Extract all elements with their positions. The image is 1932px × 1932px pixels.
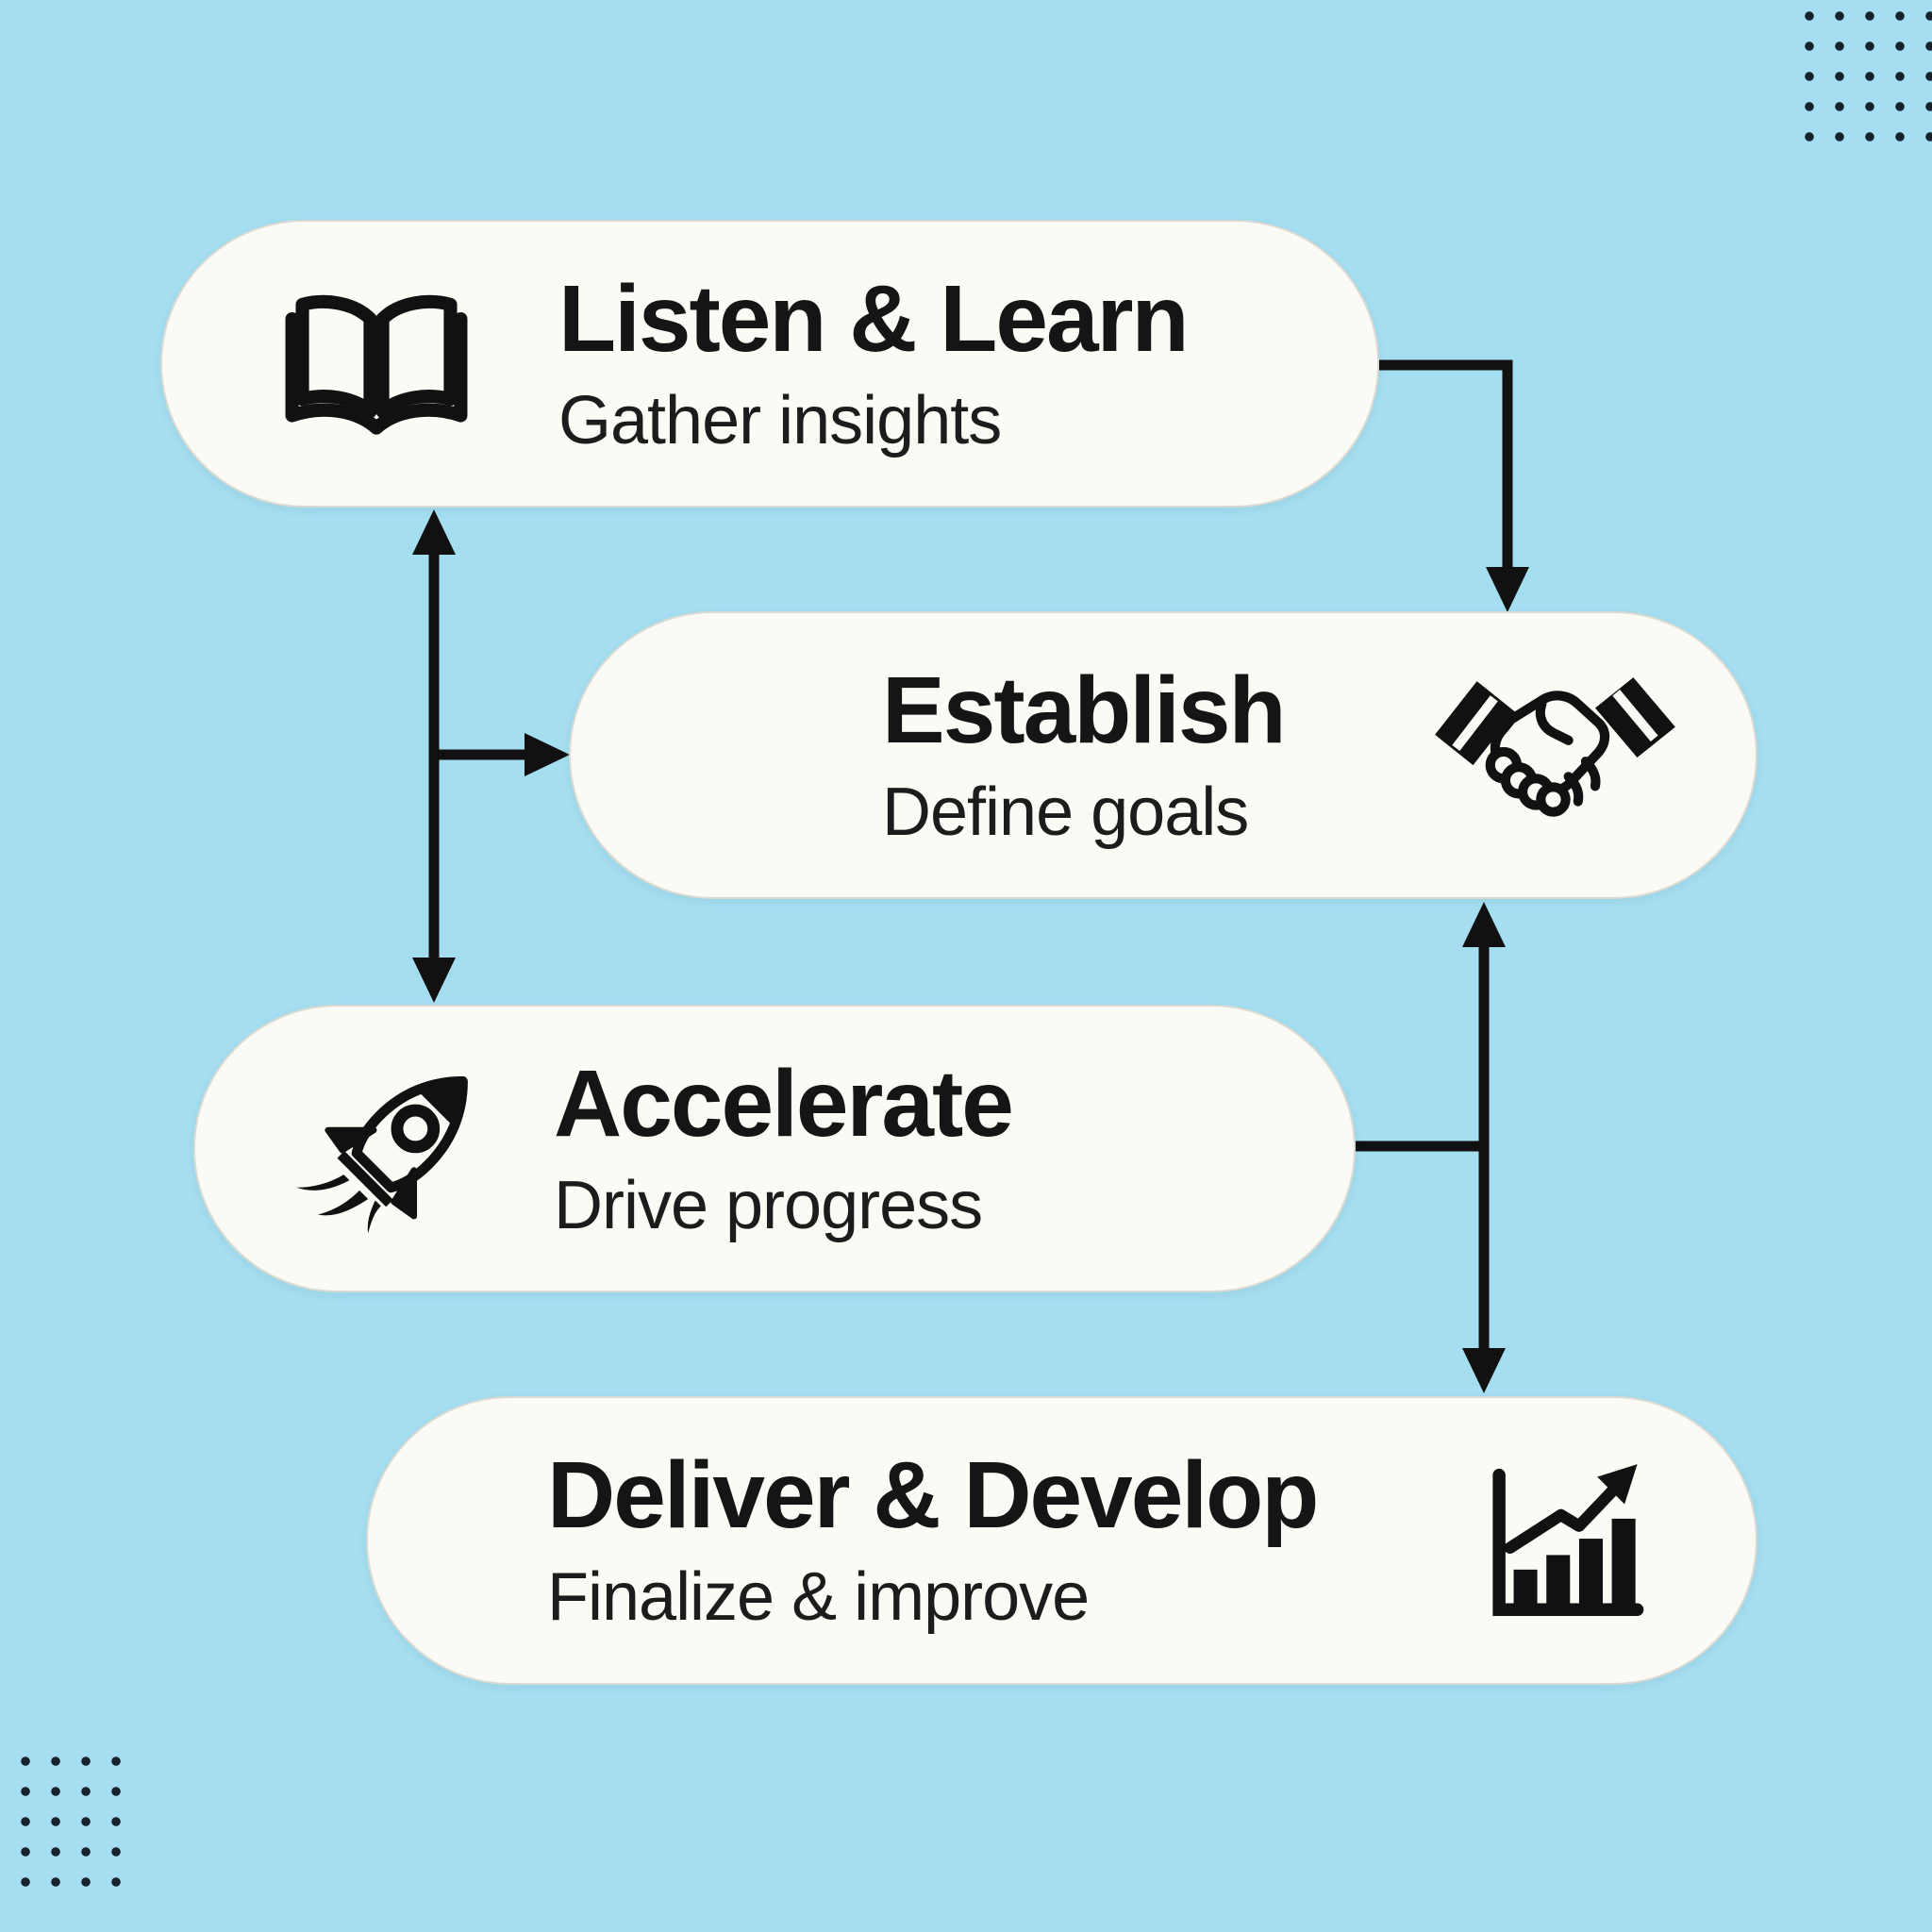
dot-grid-bottom-left — [21, 1757, 121, 1887]
step-card-accelerate: Accelerate Drive progress — [193, 1005, 1356, 1292]
step-text-block: Accelerate Drive progress — [554, 1050, 1014, 1243]
arrowhead-down-into-accelerate — [412, 958, 456, 1003]
growth-chart-icon — [1492, 1464, 1644, 1616]
arrowhead-down-into-establish — [1486, 567, 1529, 612]
arrowhead-up-into-establish-bottom — [1462, 902, 1506, 947]
step-text-block: Deliver & Develop Finalize & improve — [547, 1441, 1319, 1635]
handshake-icon — [1435, 676, 1675, 817]
step-subtitle: Define goals — [882, 774, 1249, 850]
step-card-establish: Establish Define goals — [569, 611, 1757, 899]
step-title: Listen & Learn — [558, 265, 1190, 372]
step-text-block: Listen & Learn Gather insights — [558, 265, 1190, 458]
step-card-listen-learn: Listen & Learn Gather insights — [160, 220, 1379, 508]
step-subtitle: Finalize & improve — [547, 1558, 1090, 1635]
arrowhead-down-into-deliver — [1462, 1348, 1506, 1393]
arrowhead-up-into-listen — [412, 509, 456, 555]
arrow-listen-to-establish — [1379, 359, 1513, 571]
dot-grid-top-right — [1805, 11, 1932, 142]
arrowhead-right-into-establish — [525, 733, 570, 776]
rocket-icon — [296, 1075, 468, 1233]
step-text-block: Establish Define goals — [882, 657, 1287, 850]
step-title: Establish — [882, 657, 1287, 763]
step-subtitle: Drive progress — [554, 1167, 983, 1243]
step-subtitle: Gather insights — [558, 382, 1002, 458]
step-title: Deliver & Develop — [547, 1441, 1319, 1548]
step-card-deliver-develop: Deliver & Develop Finalize & improve — [366, 1396, 1757, 1685]
open-book-icon — [285, 294, 468, 435]
step-title: Accelerate — [554, 1050, 1014, 1157]
